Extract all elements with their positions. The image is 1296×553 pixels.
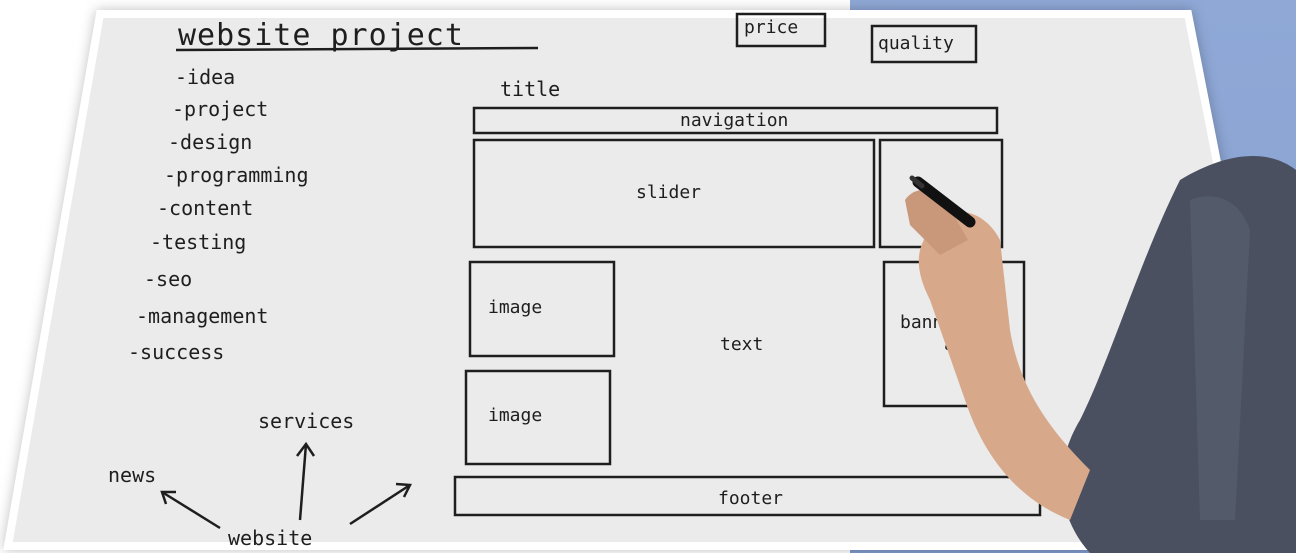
quality-box xyxy=(870,24,978,64)
list-item: -programming xyxy=(164,163,309,187)
list-item: -design xyxy=(168,130,252,154)
slider-label: slider xyxy=(636,182,701,203)
image-box-bottom xyxy=(464,369,612,466)
image-bottom-label: image xyxy=(488,405,542,426)
image-box-top xyxy=(468,260,616,358)
slider-box xyxy=(472,138,876,249)
arrow-icon xyxy=(160,441,412,530)
hand-icon xyxy=(905,156,1296,553)
board-heading: website project xyxy=(178,18,464,53)
list-item: -success xyxy=(128,340,224,364)
mindmap-news: news xyxy=(108,463,156,487)
image-top-label: image xyxy=(488,297,542,318)
price-box xyxy=(735,12,827,48)
list-item: -idea xyxy=(175,65,235,89)
text-label: text xyxy=(720,334,763,355)
wireframe-title: title xyxy=(500,77,560,101)
list-item: -project xyxy=(172,97,268,121)
list-item: -content xyxy=(157,196,253,220)
navigation-label: navigation xyxy=(680,110,788,131)
list-item: -management xyxy=(136,304,268,328)
list-item: -testing xyxy=(150,230,246,254)
list-item: -seo xyxy=(144,267,192,291)
navigation-box xyxy=(472,106,999,135)
mindmap-services: services xyxy=(258,409,354,433)
marker-pen-icon xyxy=(909,175,976,228)
price-label: price xyxy=(744,17,798,38)
footer-label: footer xyxy=(718,488,783,509)
quality-label: quality xyxy=(878,33,954,54)
heading-underline xyxy=(175,46,539,52)
mindmap-center: website xyxy=(228,526,312,550)
